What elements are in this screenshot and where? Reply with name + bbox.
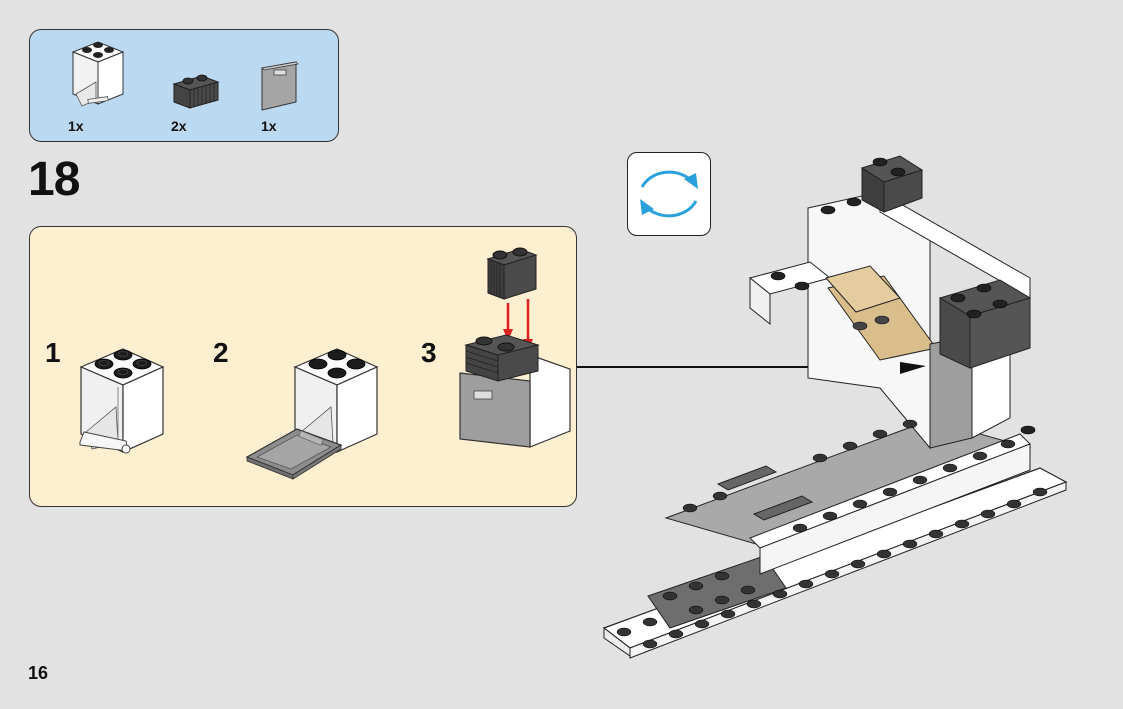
callout-connector-line [577, 366, 907, 368]
part-quantity: 1x [261, 118, 277, 134]
white-container-brick-icon [79, 348, 165, 454]
container-with-open-door-icon [245, 348, 379, 480]
part-container-door-icon [261, 61, 299, 111]
parts-list-box: 1x 2x 1x [29, 29, 339, 142]
rotate-model-box [627, 152, 711, 236]
part-quantity: 1x [68, 118, 84, 134]
model-assembly-illustration [602, 155, 1068, 659]
container-with-grille-bricks-icon [459, 247, 571, 448]
substep-number: 2 [213, 337, 229, 368]
part-grille-brick-icon [172, 74, 220, 109]
substep-number: 1 [45, 337, 61, 368]
callout-arrow-icon [900, 362, 926, 374]
page-number: 16 [28, 663, 49, 683]
part-white-container-icon [71, 41, 125, 107]
part-quantity: 2x [171, 118, 187, 134]
substep-box: 1 2 3 [29, 226, 577, 507]
substep-number: 3 [421, 337, 437, 368]
rotate-model-icon [640, 170, 698, 218]
step-number: 18 [28, 153, 80, 206]
